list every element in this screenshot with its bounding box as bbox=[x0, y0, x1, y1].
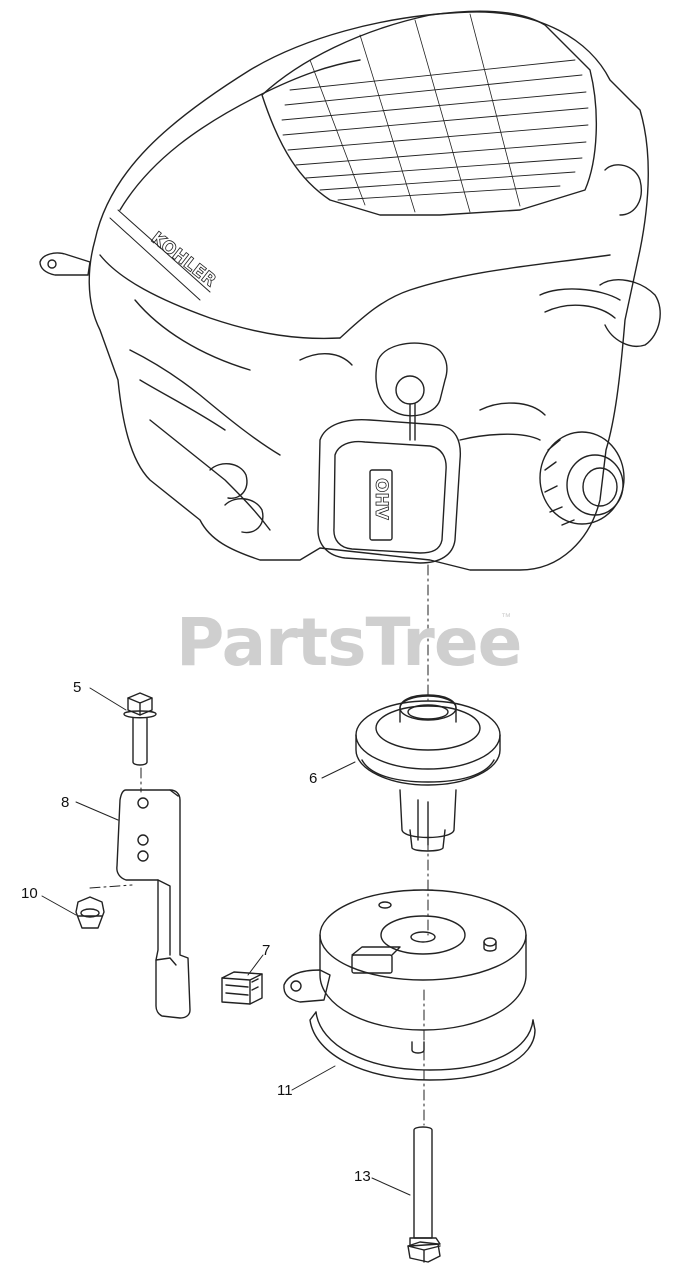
engine-assembly bbox=[39, 10, 661, 571]
bolt-part-13 bbox=[407, 1126, 441, 1263]
kohler-logo-text: KOHLER bbox=[147, 228, 220, 291]
bolt-part-5 bbox=[123, 692, 157, 766]
nut-part-10 bbox=[75, 896, 105, 929]
callout-7: 7 bbox=[262, 942, 271, 959]
callout-8: 8 bbox=[61, 794, 70, 811]
leader-lines bbox=[41, 687, 411, 1196]
callout-6: 6 bbox=[309, 770, 318, 787]
ohv-valve-cover-text: OHV bbox=[371, 478, 391, 521]
center-lines bbox=[89, 564, 429, 1126]
callout-10: 10 bbox=[21, 885, 38, 902]
pulley-part-6 bbox=[355, 694, 501, 852]
key-part-7 bbox=[221, 971, 263, 1005]
watermark: PartsTree bbox=[176, 604, 522, 681]
bracket-part-8 bbox=[116, 789, 191, 1019]
callout-11: 11 bbox=[277, 1082, 293, 1099]
clutch-part-11 bbox=[283, 889, 536, 1081]
callout-5: 5 bbox=[73, 679, 82, 696]
callout-13: 13 bbox=[354, 1168, 371, 1185]
trademark-symbol: ™ bbox=[501, 612, 511, 623]
